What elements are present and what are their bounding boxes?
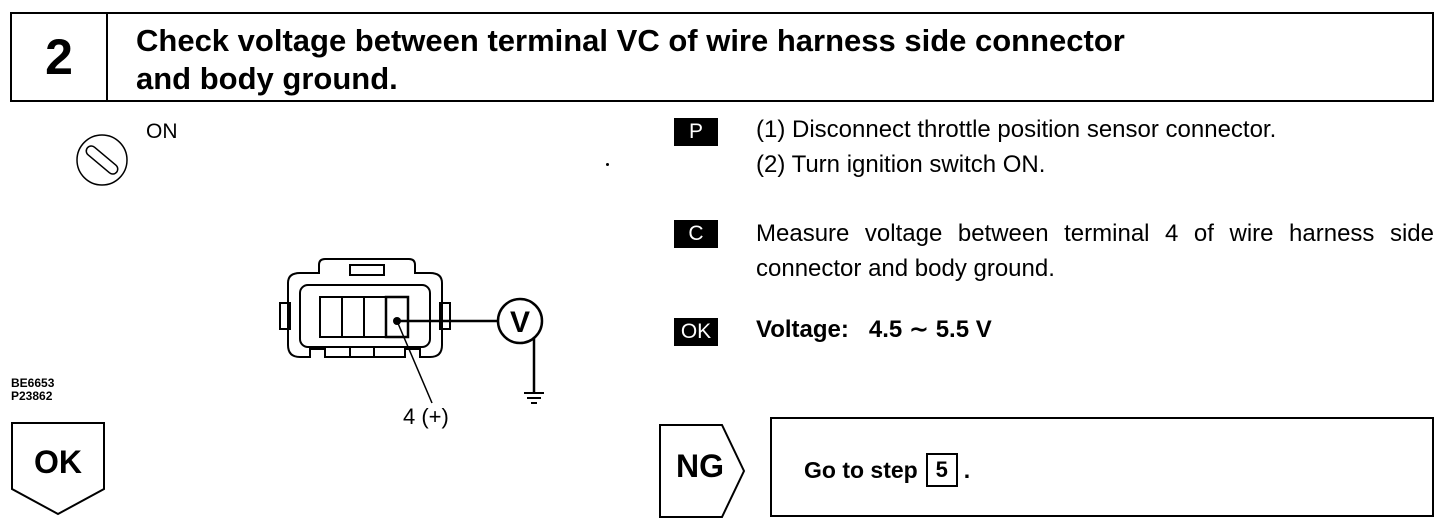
ok-specification: Voltage: 4.5 ∼ 5.5 V bbox=[756, 316, 992, 343]
ignition-key-icon bbox=[76, 134, 128, 186]
ok-badge: OK bbox=[674, 318, 718, 346]
figure-codes: BE6653 P23862 bbox=[11, 376, 55, 403]
terminal-1 bbox=[319, 296, 343, 338]
ok-arrow-shape bbox=[11, 422, 105, 516]
voltmeter-icon bbox=[496, 297, 544, 345]
prep-steps: (1) Disconnect throttle position sensor … bbox=[756, 116, 1277, 178]
ng-arrow-shape bbox=[659, 424, 746, 518]
ignition-state-label: ON bbox=[146, 120, 178, 143]
ng-result-label: NG bbox=[676, 448, 724, 484]
terminal-3 bbox=[363, 296, 387, 338]
step-header: 2 Check voltage between terminal VC of w… bbox=[10, 12, 1434, 102]
stray-dot bbox=[606, 163, 609, 166]
ground-icon bbox=[524, 392, 544, 404]
terminal-2 bbox=[341, 296, 365, 338]
connector-diagram: V bbox=[279, 258, 544, 404]
prep-badge: P bbox=[674, 118, 718, 146]
goto-step-box: Go to step 5 . bbox=[770, 417, 1434, 517]
check-badge: C bbox=[674, 220, 718, 248]
terminal-4 bbox=[384, 295, 410, 339]
step-number: 2 bbox=[12, 14, 108, 100]
goto-suffix: . bbox=[963, 456, 971, 483]
voltmeter-label: V bbox=[510, 306, 530, 339]
goto-step-text: Go to step 5 . bbox=[804, 453, 970, 487]
pin-label: 4 (+) bbox=[403, 404, 449, 429]
goto-step-number[interactable]: 5 bbox=[925, 453, 958, 487]
ok-result-label: OK bbox=[34, 444, 82, 480]
step-title: Check voltage between terminal VC of wir… bbox=[136, 23, 1125, 96]
goto-prefix: Go to step bbox=[804, 456, 918, 483]
connector-housing bbox=[287, 258, 443, 358]
check-instruction: Measure voltage between terminal 4 of wi… bbox=[756, 220, 1434, 282]
